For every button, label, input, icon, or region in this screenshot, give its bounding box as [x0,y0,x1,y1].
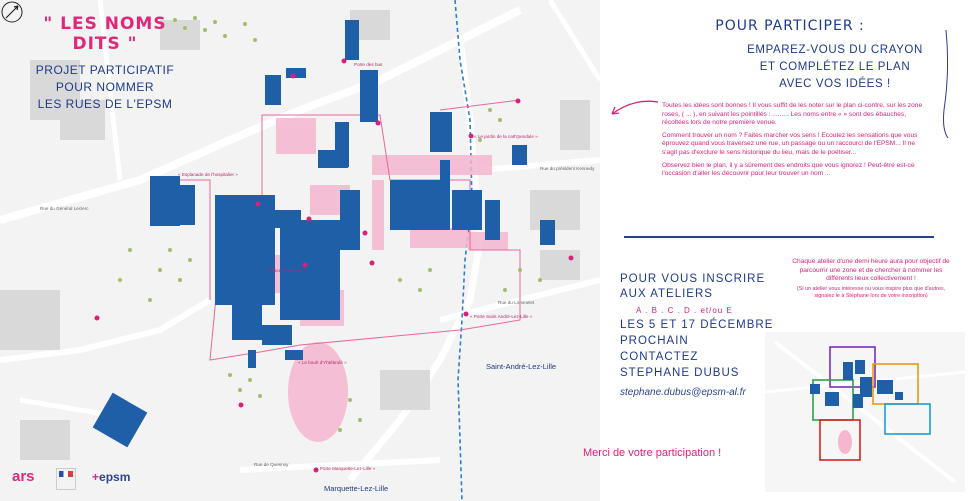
label-rue-lommelet: Rue du Lommelet [498,300,535,305]
label-plaine: « Le bouh d'Yhtébrulé » [298,360,347,365]
campus-map: " LES NOMS DITS " PROJET PARTICIPATIF PO… [0,0,600,501]
atelier-text: Chaque atelier d'une demi heure aura pou… [792,258,950,283]
republique-francaise-logo [56,468,76,490]
subtitle-line-1: PROJET PARTICIPATIF [35,63,175,77]
inscrire-line-1: POUR VOUS INSCRIRE [620,273,766,285]
page-subtitle: PROJET PARTICIPATIF POUR NOMMER LES RUES… [20,62,190,113]
label-rue-quesnoy: Rue de Quesnoy [254,462,289,467]
atelier-letters: A . B . C . D . et/ou E [636,306,733,315]
inscrire-dates: LES 5 et 17 DÉCEMBRE [620,319,774,331]
participer-line-2: ET COMPLÉTEZ LE PLAN [759,61,911,73]
page-title: " LES NOMS DITS " [43,14,167,54]
label-marquette: Marquette-Lez-Lille [324,484,389,493]
inscrire-prochain: PROCHAIN [620,335,689,347]
label-place-fleurs: « Place aux fleurs » [266,268,307,273]
instruction-paragraph-3: Observez bien le plan, il y a sûrement d… [662,161,915,178]
inscription-block: POUR VOUS INSCRIRE AUX ATELIERS A . B . … [620,272,800,398]
compass-icon [1,1,23,23]
label-saint-andre: Saint-André-Lez-Lille [486,362,557,371]
ars-logo-text: ars [12,468,35,485]
atelier-description: Chaque atelier d'une demi heure aura pou… [790,258,952,299]
thank-you-message: Merci de votre participation ! [583,447,722,459]
section-divider [624,236,934,238]
label-jardin: « Le jardin de la cath'pendule » [474,134,538,139]
epsm-logo-text: epsm [99,470,131,484]
instruction-paragraph-1: Toutes les idées sont bonnes ! Il vous s… [662,102,923,127]
mini-map [764,332,966,492]
inscrire-contactez: CONTACTEZ [620,351,699,363]
label-porte-st-andre: « Porte Saint André-Lez-Lille » [470,314,533,319]
instruction-paragraph-2: Comment trouver un nom ? Faites marcher … [662,131,918,156]
atelier-note: (Si un atelier vous intéresse ou vous in… [796,285,946,299]
subtitle-line-3: LES RUES DE L'EPSM [37,97,173,111]
title-block: " LES NOMS DITS " PROJET PARTICIPATIF PO… [20,14,190,113]
map-drawing [0,0,600,501]
label-rue-general-leclerc: Rue du Général Leclerc [40,206,89,211]
logos-bar: ars +epsm [6,466,166,496]
subtitle-line-2: POUR NOMMER [55,80,155,94]
label-porte-marquette: « Porte Marquette-Lez-Lille » [316,466,376,471]
label-rue-kennedy: Rue du président Kennedy [540,166,595,171]
label-esplanade: « Esplanade de l'hospitalier » [178,172,238,177]
pencil-line-icon [943,30,949,139]
participer-title: POUR PARTICIPER : [715,18,865,34]
arrow-left-icon [611,100,659,115]
label-porte-des-bus: Porte des bus [354,62,383,67]
mini-map-drawing [764,332,966,492]
inscrire-line-2: AUX ATELIERS [620,288,713,300]
epsm-logo: +epsm [92,470,131,484]
instructions-text: Toutes les idées sont bonnes ! Il vous s… [662,102,932,183]
contact-email[interactable]: stephane.dubus@epsm-al.fr [620,387,746,398]
ars-logo: ars [12,468,35,485]
participer-line-1: EMPAREZ-VOUS DU CRAYON [747,44,923,56]
participer-line-3: AVEC VOS IDÉES ! [779,78,891,90]
contact-name: STEPHANE DUBUS [620,367,740,379]
participer-body: EMPAREZ-VOUS DU CRAYON ET COMPLÉTEZ LE P… [720,42,950,93]
